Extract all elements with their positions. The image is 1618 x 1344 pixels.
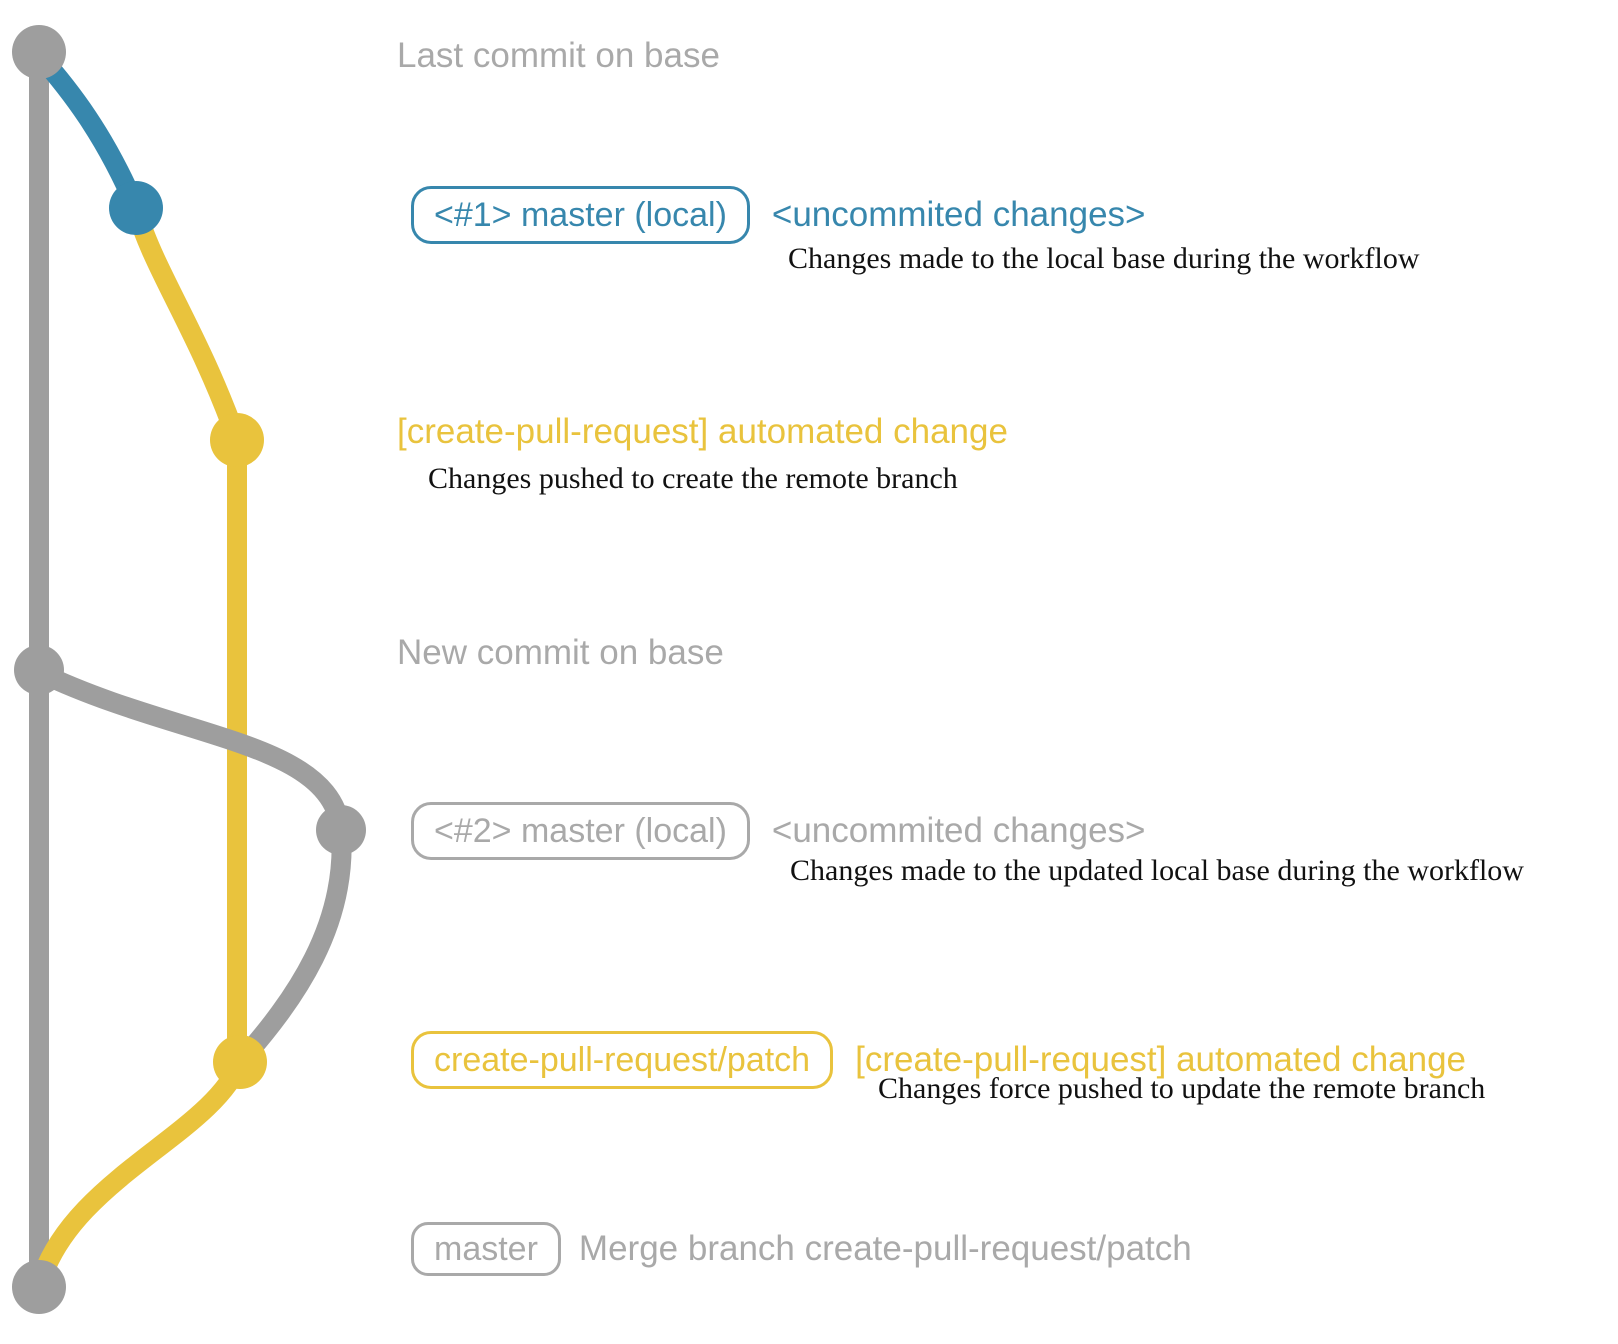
ref-label-master: master [411,1222,561,1276]
edge-base-to-local1 [29,45,146,218]
commit-node-patch-1 [210,413,264,467]
edge-patch2-to-merge [29,1052,250,1297]
ref-label-patch-branch: create-pull-request/patch [411,1031,834,1089]
note-patch-2: Changes force pushed to update the remot… [878,1072,1486,1105]
commit-node-patch-2 [213,1035,267,1089]
note-local-2: Changes made to the updated local base d… [790,854,1524,887]
commit-message-patch-1: [create-pull-request] automated change [397,412,1008,451]
commit-message-patch-2: [create-pull-request] automated change [855,1040,1467,1079]
commit-message-local-1: <uncommited changes> [771,195,1146,234]
commit-node-merge [12,1260,66,1314]
ref-label-local-2: <#2> master (local) [411,802,750,860]
row-local-1: <#1> master (local) <uncommited changes> [411,186,1145,244]
edge-newbase-to-local2 [29,662,351,840]
caption-new-commit-on-base: New commit on base [397,633,724,672]
commit-node-last-base [12,25,66,79]
edge-local2-to-patch2 [230,820,352,1072]
row-merge: master Merge branch create-pull-request/… [411,1222,1192,1276]
note-patch-1: Changes pushed to create the remote bran… [428,462,958,495]
caption-last-commit-on-base: Last commit on base [397,36,720,75]
commit-message-local-2: <uncommited changes> [771,811,1146,850]
row-local-2: <#2> master (local) <uncommited changes> [411,802,1145,860]
commit-node-local-2 [316,805,366,855]
row-patch-2: create-pull-request/patch [create-pull-r… [411,1031,1466,1089]
commit-message-merge: Merge branch create-pull-request/patch [578,1229,1192,1268]
note-local-1: Changes made to the local base during th… [788,242,1420,275]
ref-label-local-1: <#1> master (local) [411,186,750,244]
commit-node-new-base [14,645,64,695]
commit-node-local-1 [109,181,163,235]
edge-local1-to-patch1 [126,198,247,450]
